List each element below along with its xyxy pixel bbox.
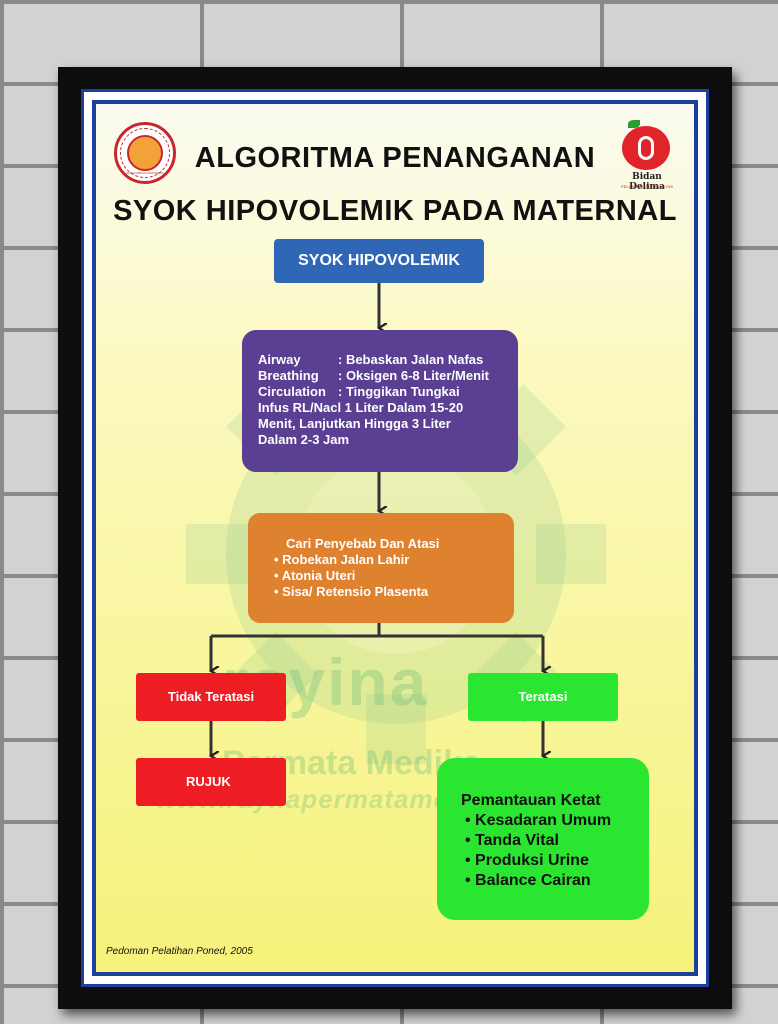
flow-connectors	[96, 283, 692, 966]
cari-item-text: Sisa/ Retensio Plasenta	[282, 584, 429, 599]
cari-item: • Atonia Uteri	[274, 568, 356, 583]
title-line-1: ALGORITMA PENANGANAN	[194, 142, 596, 174]
node-syok-hipovolemik: SYOK HIPOVOLEMIK	[274, 239, 484, 283]
poster-frame: rayina Permata Medika www.raynapermatame…	[58, 67, 732, 1009]
abc-label: Breathing	[258, 368, 319, 383]
logo-ring	[120, 128, 170, 178]
cari-item: • Robekan Jalan Lahir	[274, 552, 410, 567]
logo-emblem-icon	[127, 135, 163, 171]
cari-item: • Sisa/ Retensio Plasenta	[274, 584, 429, 599]
pantau-title: Pemantauan Ketat	[461, 792, 601, 809]
abc-value: : Oksigen 6-8 Liter/Menit	[338, 368, 489, 383]
footnote-source: Pedoman Pelatihan Poned, 2005	[106, 946, 253, 957]
pantau-item: • Produksi Urine	[465, 852, 589, 869]
cari-item-text: Robekan Jalan Lahir	[282, 552, 410, 567]
abc-extra-line: Dalam 2-3 Jam	[258, 432, 350, 447]
node-pemantauan-ketat: Pemantauan Ketat • Kesadaran Umum • Tand…	[437, 758, 649, 920]
node-tidak-teratasi: Tidak Teratasi	[136, 673, 286, 721]
abc-value: : Bebaskan Jalan Nafas	[338, 352, 484, 367]
poster: rayina Permata Medika www.raynapermatame…	[92, 100, 698, 976]
node-teratasi: Teratasi	[468, 673, 618, 721]
ikatan-bidan-logo: IKATAN BIDAN INDONESIA	[114, 122, 176, 184]
node-airway-breathing-circulation: Airway : Bebaskan Jalan Nafas Breathing : …	[242, 330, 518, 472]
pantau-item-text: Kesadaran Umum	[475, 812, 612, 829]
cari-item-text: Atonia Uteri	[281, 568, 356, 583]
abc-value: : Tinggikan Tungkai	[338, 384, 460, 399]
logo-left-text: IKATAN BIDAN INDONESIA	[126, 171, 164, 175]
cari-title: Cari Penyebab Dan Atasi	[286, 536, 440, 551]
mother-child-icon	[638, 136, 654, 160]
abc-row-airway: Airway : Bebaskan Jalan Nafas	[258, 352, 518, 368]
abc-label: Airway	[258, 352, 301, 367]
heart-mother-icon	[622, 120, 670, 170]
title-line-2: SYOK HIPOVOLEMIK PADA MATERNAL	[113, 195, 677, 227]
abc-label: Circulation	[258, 384, 326, 399]
abc-row-breathing: Breathing : Oksigen 6-8 Liter/Menit	[258, 368, 518, 384]
pantau-item-text: Tanda Vital	[475, 832, 559, 849]
abc-extra-line: Infus RL/Nacl 1 Liter Dalam 15-20	[258, 400, 464, 415]
bidan-delima-tagline: PELAYANAN BERKUALITAS	[621, 184, 673, 189]
bidan-delima-logo: Bidan Delima PELAYANAN BERKUALITAS	[616, 120, 678, 194]
abc-extra-line: Menit, Lanjutkan Hingga 3 Liter	[258, 416, 451, 431]
pantau-item-text: Produksi Urine	[475, 852, 589, 869]
pantau-item: • Tanda Vital	[465, 832, 559, 849]
pantau-item: • Balance Cairan	[465, 872, 591, 889]
pantau-item-text: Balance Cairan	[475, 872, 591, 889]
poster-mat: rayina Permata Medika www.raynapermatame…	[81, 89, 709, 987]
bidan-delima-name: Bidan Delima	[629, 172, 665, 192]
node-cari-penyebab: Cari Penyebab Dan Atasi • Robekan Jalan …	[248, 513, 514, 623]
abc-row-circulation: Circulation : Tinggikan Tungkai	[258, 384, 518, 400]
leaf-icon	[628, 120, 640, 128]
node-rujuk: RUJUK	[136, 758, 286, 806]
pantau-item: • Kesadaran Umum	[465, 812, 612, 829]
